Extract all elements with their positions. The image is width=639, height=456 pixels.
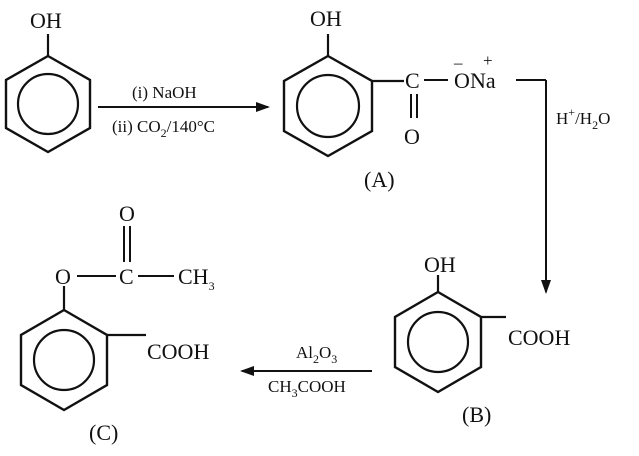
c-carbonyl-oxygen: O [119, 201, 135, 226]
a-positive-charge: + [483, 51, 493, 70]
a-anion-oxygen: O [454, 68, 470, 93]
b-cooh-label: COOH [508, 325, 570, 350]
reaction-step-2: H+/H2O [516, 79, 610, 294]
a-carbonyl-oxygen: O [404, 124, 420, 149]
a-carbon: C [405, 68, 420, 93]
b-aromatic-circle [406, 310, 470, 374]
c-aromatic-circle [32, 328, 96, 392]
c-ester-oxygen: O [55, 264, 71, 289]
a-oh-label: OH [310, 6, 342, 31]
reagent-naoh: (i) NaOH [132, 83, 197, 102]
reagent-co2-temp: (ii) CO2/140°C [112, 117, 215, 140]
b-label: (B) [462, 402, 491, 427]
reaction-step-3: Al2O3 CH3COOH [240, 343, 372, 400]
reagent-acid-water: H+/H2O [556, 105, 610, 132]
compound-a: OH C O O – Na + (A) [282, 6, 496, 192]
c-methyl: CH3 [178, 264, 215, 293]
c-carbonyl-carbon: C [119, 264, 134, 289]
c-cooh-label: COOH [147, 339, 209, 364]
phenol-oh-label: OH [30, 8, 62, 33]
b-oh-label: OH [424, 252, 456, 277]
a-aromatic-circle [295, 73, 361, 139]
phenol-benzene-ring [4, 54, 92, 154]
a-negative-bar: – [453, 53, 463, 72]
a-sodium: Na [470, 68, 496, 93]
a-label: (A) [364, 167, 395, 192]
compound-b: OH COOH (B) [393, 252, 570, 427]
compound-c: O C O CH3 COOH (C) [19, 201, 215, 445]
reagent-acetic-acid: CH3COOH [268, 377, 346, 400]
phenol-molecule: OH [4, 8, 92, 154]
c-label: (C) [89, 420, 118, 445]
phenol-aromatic-circle [16, 72, 80, 136]
reaction-step-1: (i) NaOH (ii) CO2/140°C [98, 83, 270, 140]
reagent-alumina: Al2O3 [296, 343, 337, 366]
